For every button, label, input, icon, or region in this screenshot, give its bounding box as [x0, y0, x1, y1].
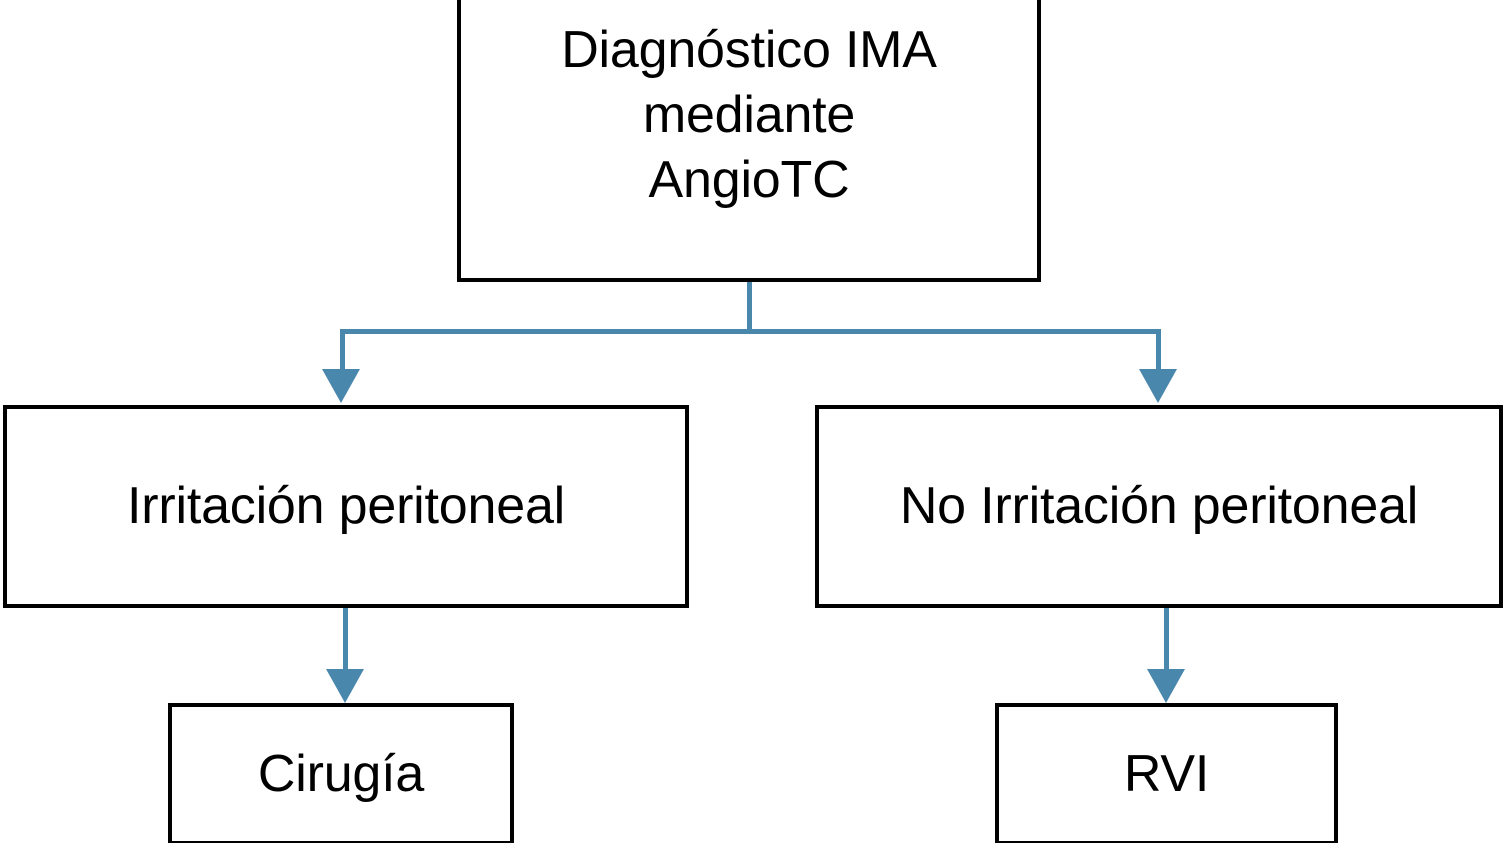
- arrowhead-no-peritoneal-to-rvi: [1147, 669, 1185, 703]
- connector-peritoneal-to-surgery: [343, 608, 348, 672]
- connector-root-to-no-peritoneal: [1156, 329, 1161, 373]
- flowchart-node-cirugia[interactable]: Cirugía: [168, 703, 514, 843]
- connector-root-to-peritoneal: [340, 329, 345, 373]
- flowchart-node-rvi[interactable]: RVI: [995, 703, 1338, 843]
- node-label-no-irritacion-peritoneal: No Irritación peritoneal: [899, 477, 1419, 535]
- flowchart-node-irritacion-peritoneal[interactable]: Irritación peritoneal: [3, 405, 689, 608]
- connector-no-peritoneal-to-rvi: [1164, 608, 1169, 672]
- arrowhead-peritoneal-to-surgery: [326, 669, 364, 703]
- arrowhead-root-to-no-peritoneal: [1139, 369, 1177, 403]
- node-label-diagnostico-ima: Diagnóstico IMA mediante AngioTC: [561, 21, 937, 209]
- arrowhead-root-to-peritoneal: [322, 369, 360, 403]
- connector-root-stem: [747, 281, 752, 333]
- flowchart-node-no-irritacion-peritoneal[interactable]: No Irritación peritoneal: [815, 405, 1503, 608]
- node-label-cirugia: Cirugía: [257, 744, 425, 803]
- node-label-irritacion-peritoneal: Irritación peritoneal: [126, 477, 566, 535]
- connector-split-bar: [340, 329, 1161, 334]
- flowchart-node-diagnostico-ima[interactable]: Diagnóstico IMA mediante AngioTC: [457, 0, 1041, 282]
- node-label-rvi: RVI: [1123, 744, 1210, 803]
